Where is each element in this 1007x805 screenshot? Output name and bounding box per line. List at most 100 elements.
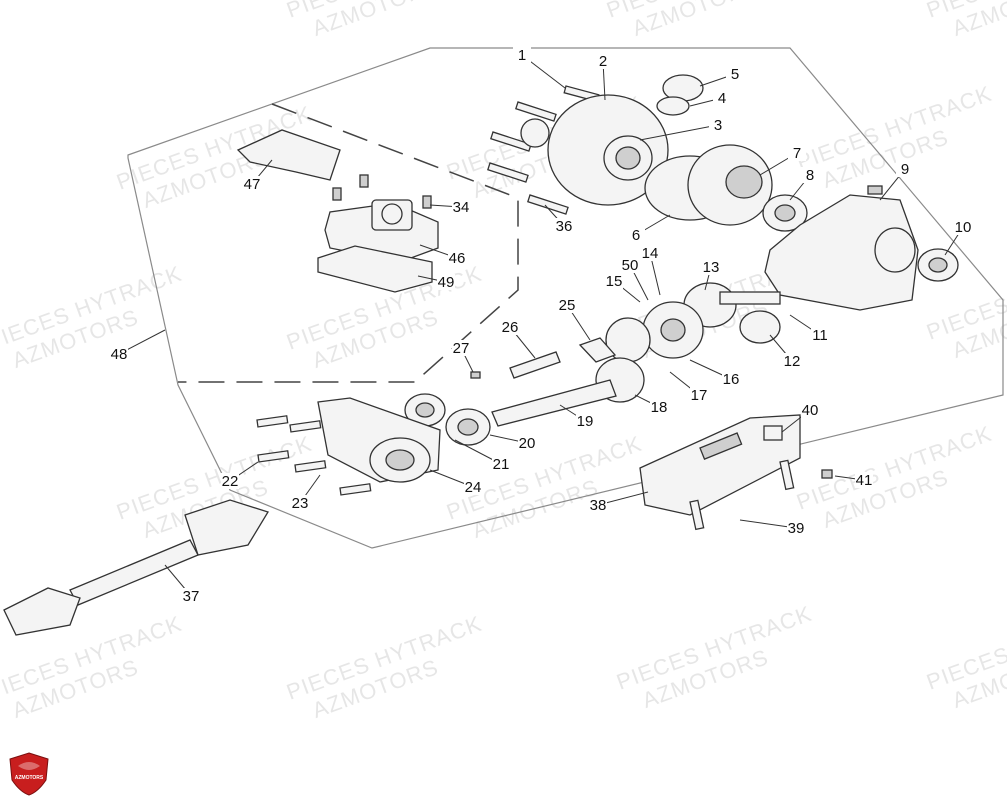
leader-line-3 (639, 124, 719, 141)
callout-label-9: 9 (901, 161, 909, 178)
callout-label-bg-11 (811, 327, 829, 343)
part-nut-41 (821, 469, 833, 479)
callout-label-36: 36 (556, 218, 573, 235)
callout-label-bg-23 (291, 495, 309, 511)
part-bolts-22-23 (256, 415, 372, 496)
callout-label-bg-40 (801, 402, 819, 418)
callout-label-10: 10 (955, 219, 972, 236)
leader-line-39 (739, 519, 797, 529)
callout-label-40: 40 (802, 402, 819, 419)
callout-label-bg-22 (221, 473, 239, 489)
callout-label-16: 16 (723, 371, 740, 388)
part-rear-housing-24 (317, 397, 441, 483)
callout-label-18: 18 (651, 399, 668, 416)
callout-label-bg-36 (555, 218, 573, 234)
callout-label-bg-27 (452, 340, 470, 356)
callout-label-bg-6 (627, 227, 645, 243)
callout-label-3: 3 (714, 117, 722, 134)
part-main-housing-9 (764, 185, 919, 311)
callout-label-bg-21 (492, 456, 510, 472)
part-bearing-8 (762, 194, 808, 232)
part-cover-plate-47 (236, 129, 341, 181)
callout-label-bg-26 (501, 319, 519, 335)
callout-label-bg-20 (518, 435, 536, 451)
callout-label-bg-47 (243, 176, 261, 192)
callout-label-46: 46 (449, 250, 466, 267)
part-spline-shaft-19 (491, 379, 617, 427)
callout-label-bg-24 (464, 479, 482, 495)
callout-label-bg-12 (783, 353, 801, 369)
callout-label-15: 15 (606, 273, 623, 290)
part-skid-plate-38 (639, 414, 801, 516)
callout-label-39: 39 (788, 520, 805, 537)
callout-label-bg-8 (801, 167, 819, 183)
callout-label-23: 23 (292, 495, 309, 512)
callout-label-bg-1 (513, 47, 531, 63)
callout-label-27: 27 (453, 340, 470, 357)
callout-label-bg-19 (576, 413, 594, 429)
callout-label-bg-3 (709, 117, 727, 133)
callout-label-34: 34 (453, 199, 470, 216)
part-nut-40 (763, 425, 783, 441)
callout-label-26: 26 (502, 319, 519, 336)
callout-label-24: 24 (465, 479, 482, 496)
callout-label-bg-46 (448, 250, 466, 266)
sub-assembly-boundary (178, 103, 519, 383)
part-bolts-36 (487, 101, 569, 215)
callout-label-38: 38 (590, 497, 607, 514)
callout-label-2: 2 (599, 53, 607, 70)
callout-label-bg-38 (589, 497, 607, 513)
brand-logo: AZMOTORS (9, 752, 49, 796)
callout-label-bg-37 (182, 588, 200, 604)
callout-label-13: 13 (703, 259, 720, 276)
callout-label-bg-15 (605, 273, 623, 289)
callout-label-50: 50 (622, 257, 639, 274)
callout-label-37: 37 (183, 588, 200, 605)
callout-label-17: 17 (691, 387, 708, 404)
part-drive-shaft-37 (3, 499, 269, 636)
part-bearing-10 (917, 248, 959, 282)
part-screws-34 (332, 174, 432, 209)
callout-label-bg-7 (788, 145, 806, 161)
part-differential-6-7 (644, 144, 773, 226)
part-front-cover-3 (520, 94, 669, 206)
callout-label-1: 1 (518, 47, 526, 64)
callout-label-bg-17 (690, 387, 708, 403)
callout-label-bg-9 (896, 161, 914, 177)
callout-label-bg-4 (713, 90, 731, 106)
part-fork-gear-14-17 (578, 301, 704, 363)
callout-label-4: 4 (718, 90, 726, 107)
callout-label-bg-5 (726, 66, 744, 82)
callout-label-6: 6 (632, 227, 640, 244)
leader-lines (118, 54, 964, 597)
callout-label-48: 48 (111, 346, 128, 363)
part-pin-26 (509, 351, 561, 379)
callout-label-41: 41 (856, 472, 873, 489)
callout-label-14: 14 (642, 245, 659, 262)
callout-label-bg-48 (110, 346, 128, 362)
callout-label-19: 19 (577, 413, 594, 430)
callout-label-bg-25 (558, 297, 576, 313)
callout-label-25: 25 (559, 297, 576, 314)
callout-label-5: 5 (731, 66, 739, 83)
part-gasket-49 (317, 245, 433, 293)
callout-label-bg-14 (641, 245, 659, 261)
callout-label-bg-34 (452, 199, 470, 215)
callout-label-22: 22 (222, 473, 239, 490)
callout-label-21: 21 (493, 456, 510, 473)
callout-label-7: 7 (793, 145, 801, 162)
part-bolts-39 (689, 459, 795, 531)
callout-label-bg-18 (650, 399, 668, 415)
callout-label-bg-13 (702, 259, 720, 275)
callout-label-8: 8 (806, 167, 814, 184)
callout-label-bg-50 (621, 257, 639, 273)
callout-label-bg-10 (954, 219, 972, 235)
callout-label-49: 49 (438, 274, 455, 291)
callout-label-bg-49 (437, 274, 455, 290)
part-key-27 (470, 371, 481, 379)
part-seals-4-5 (656, 74, 704, 116)
